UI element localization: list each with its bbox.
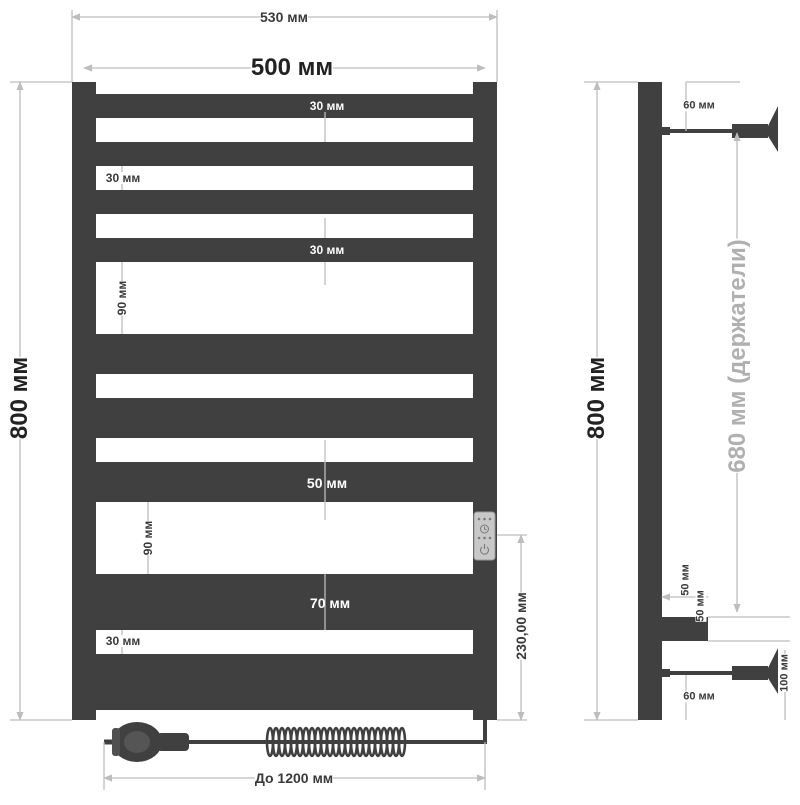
- front-height-label: 800 мм: [6, 356, 33, 440]
- control-height-label: 230,00 мм: [513, 592, 529, 660]
- top-wall-bracket: [662, 106, 778, 152]
- gap-second-label: 30 мм: [105, 171, 141, 185]
- bar-3: [96, 190, 473, 214]
- coil-icon: [265, 726, 407, 758]
- gap-third-label: 30 мм: [309, 243, 345, 257]
- bar-5: [96, 334, 473, 374]
- overall-width-label: 530 мм: [260, 9, 308, 25]
- side-depth-vertical-label: 50 мм: [679, 564, 692, 596]
- bar-6: [96, 398, 473, 438]
- coil-loop: [397, 726, 407, 758]
- plug-icon: [104, 722, 189, 762]
- gap-lower-large-label: 90 мм: [141, 520, 155, 556]
- bar-8: [96, 574, 473, 630]
- bracket-bottom-offset-label: 60 мм: [683, 690, 715, 703]
- gap-top-label: 30 мм: [309, 99, 345, 113]
- bottom-wall-bracket: [662, 648, 778, 694]
- side-depth-horizontal-label: 50 мм: [694, 590, 707, 622]
- bar-7: [96, 462, 473, 502]
- bar-mid-label: 50 мм: [306, 475, 348, 491]
- holders-distance-label: 680 мм (держатели): [724, 239, 751, 473]
- bracket-top-offset-label: 60 мм: [683, 99, 715, 112]
- front-view: [10, 10, 527, 790]
- left-riser: [72, 82, 96, 720]
- side-view: [584, 81, 790, 721]
- power-cable: [104, 720, 487, 762]
- power-icon: [479, 544, 490, 555]
- bar-4: [96, 238, 473, 262]
- inner-width-label: 500 мм: [250, 54, 334, 81]
- cable-length-label: До 1200 мм: [254, 770, 334, 786]
- gap-bottom-label: 30 мм: [105, 634, 141, 648]
- side-height-label: 800 мм: [583, 356, 610, 440]
- bar-2: [96, 142, 473, 166]
- bar-1: [96, 94, 473, 118]
- wall-distance-label: 100 мм: [778, 654, 791, 692]
- gap-upper-large-label: 90 мм: [115, 280, 129, 316]
- bar-lower-label: 70 мм: [309, 595, 351, 611]
- clock-icon: [480, 524, 489, 534]
- bar-9: [96, 654, 473, 710]
- right-riser: [473, 82, 497, 720]
- control-panel: [473, 511, 496, 561]
- side-riser: [638, 82, 662, 720]
